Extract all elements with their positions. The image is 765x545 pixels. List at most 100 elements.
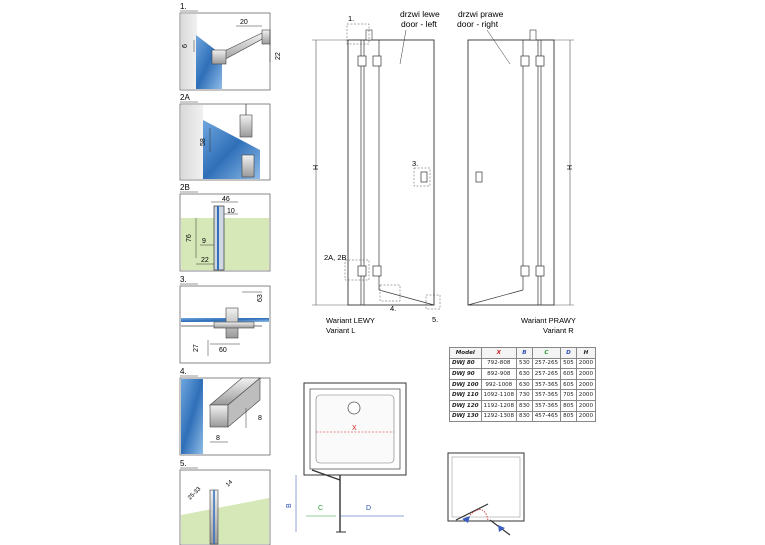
dim-label: 20	[240, 19, 248, 26]
cell-h: 2000	[575, 410, 597, 423]
col-x: X	[480, 347, 518, 359]
plan-b-label: B	[286, 503, 293, 508]
table-row: DWJ 100 992-1008 630 357-365 605 2000	[449, 378, 597, 391]
dim-label: 10	[227, 208, 235, 215]
plan-d-label: D	[366, 505, 371, 512]
cell-d: 705	[560, 389, 577, 401]
cell-d: 505	[560, 357, 577, 370]
cell-x: 1092-1108	[480, 389, 518, 401]
cell-model: DWJ 120	[449, 399, 482, 412]
cell-d: 605	[560, 378, 577, 391]
cell-b: 830	[516, 410, 533, 423]
plan-view: X B C D	[286, 382, 407, 533]
door-right-elevation: drzwi prawe door - right H Wariant PRAWY…	[457, 9, 576, 335]
panel-number: 2A	[180, 93, 190, 102]
panel-number: 1.	[180, 2, 187, 11]
table-row: DWJ 80 792-808 530 257-265 505 2000	[449, 357, 597, 370]
height-label-left: H	[313, 165, 320, 170]
variant-right-line1: Wariant PRAWY	[521, 316, 576, 325]
col-model: Model	[449, 347, 482, 359]
dim-label: 22	[275, 52, 282, 60]
height-label-right: H	[567, 165, 574, 170]
plan-c-label: C	[318, 505, 323, 512]
cell-c: 357-365	[531, 399, 562, 412]
cell-x: 792-808	[480, 357, 518, 370]
detail-panel-3: 3. 63 27 60	[179, 275, 271, 364]
dim-label: 8	[258, 415, 262, 422]
door-right-title: drzwi prawe	[458, 9, 504, 19]
variant-right-line2: Variant R	[543, 326, 574, 335]
callout-1: 1.	[348, 14, 354, 23]
dim-label: 9	[202, 238, 206, 245]
cell-c: 457-465	[531, 410, 562, 423]
callout-4: 4.	[390, 304, 396, 313]
table-header-row: Model X B C D H	[449, 347, 597, 359]
callout-3: 3.	[412, 159, 418, 168]
swing-diagram	[447, 452, 525, 536]
dim-label: 14	[225, 479, 234, 488]
detail-panel-2a: 2A 58	[179, 93, 271, 181]
dim-label: 6	[182, 44, 189, 48]
panel-number: 4.	[180, 367, 187, 376]
cell-h: 2000	[575, 378, 597, 391]
cell-h: 2000	[575, 399, 597, 412]
cell-x: 1192-1208	[480, 399, 518, 412]
col-c: C	[531, 347, 562, 359]
door-right-subtitle: door - right	[457, 19, 499, 29]
plan-x-label: X	[352, 425, 357, 432]
dim-label: 60	[219, 347, 227, 354]
detail-panel-1: 1. 20 6 22	[179, 2, 282, 91]
callout-5: 5.	[432, 315, 438, 324]
cell-d: 805	[560, 399, 577, 412]
cell-c: 357-365	[531, 389, 562, 401]
col-d: D	[560, 347, 577, 359]
col-h: H	[575, 347, 597, 359]
callout-2: 2A, 2B	[324, 253, 347, 262]
table-row: DWJ 120 1192-1208 830 357-365 805 2000	[449, 399, 597, 412]
panel-number: 5.	[180, 459, 187, 468]
detail-panel-2b: 2B 46 10 76 9 22	[179, 183, 271, 272]
cell-x: 892-908	[480, 368, 518, 380]
dim-label: 58	[200, 138, 207, 146]
variant-left-line2: Variant L	[326, 326, 355, 335]
cell-h: 2000	[575, 389, 597, 401]
dim-label: 76	[186, 234, 193, 242]
cell-model: DWJ 80	[449, 357, 482, 370]
table-row: DWJ 90 892-908 630 257-265 605 2000	[449, 368, 597, 380]
dim-label: 46	[222, 196, 230, 203]
cell-model: DWJ 90	[449, 368, 482, 380]
cell-x: 1292-1308	[480, 410, 518, 423]
cell-b: 630	[516, 368, 533, 380]
cell-model: DWJ 100	[449, 378, 482, 391]
dim-label: 8	[216, 435, 220, 442]
table-row: DWJ 110 1092-1108 730 357-365 705 2000	[449, 389, 597, 401]
dim-label: 22	[201, 257, 209, 264]
panel-number: 2B	[180, 183, 190, 192]
cell-b: 530	[516, 357, 533, 370]
cell-c: 257-265	[531, 357, 562, 370]
cell-b: 630	[516, 378, 533, 391]
cell-b: 830	[516, 399, 533, 412]
cell-x: 992-1008	[480, 378, 518, 391]
cell-model: DWJ 130	[449, 410, 482, 423]
cell-b: 730	[516, 389, 533, 401]
table-row: DWJ 130 1292-1308 830 457-465 805 2000	[449, 410, 597, 423]
cell-model: DWJ 110	[449, 389, 482, 401]
panel-number: 3.	[180, 275, 187, 284]
cell-d: 805	[560, 410, 577, 423]
detail-panel-4: 4. 8 8	[179, 367, 271, 456]
cell-d: 605	[560, 368, 577, 380]
door-left-title: drzwi lewe	[400, 9, 440, 19]
detail-panel-5: 5. 25-33 14	[179, 459, 271, 545]
door-left-subtitle: door - left	[401, 19, 438, 29]
cell-c: 257-265	[531, 368, 562, 380]
col-b: B	[516, 347, 533, 359]
model-table: Model X B C D H DWJ 80 792-808 530 257-2…	[449, 347, 597, 423]
variant-left-line1: Wariant LEWY	[326, 316, 375, 325]
cell-h: 2000	[575, 368, 597, 380]
dim-label: 63	[257, 294, 264, 302]
cell-h: 2000	[575, 357, 597, 370]
cell-c: 357-365	[531, 378, 562, 391]
dim-label: 27	[193, 344, 200, 352]
